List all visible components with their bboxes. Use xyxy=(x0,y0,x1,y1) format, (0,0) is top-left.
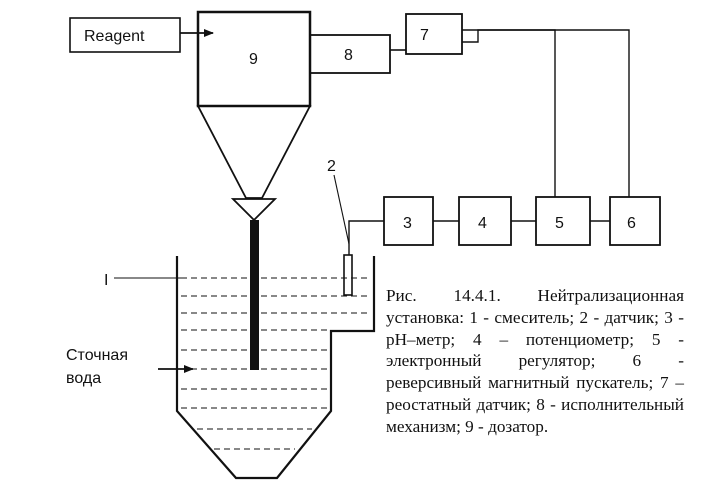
reagent-label: Reagent xyxy=(84,28,145,45)
regulator-label: 5 xyxy=(555,215,564,232)
sensor-wire xyxy=(348,220,384,255)
doser-funnel xyxy=(196,105,312,199)
figure-caption: Рис. 14.4.1. Нейтрализационная установка… xyxy=(386,286,684,436)
sewage-label-line1: Сточная xyxy=(66,347,128,364)
feed-pipe xyxy=(250,220,259,370)
starter-label: 6 xyxy=(627,215,636,232)
rheostat-label: 7 xyxy=(420,27,429,44)
potentiometer-label: 4 xyxy=(478,215,487,232)
ph-sensor-2 xyxy=(343,254,353,296)
leader-2 xyxy=(333,174,350,245)
pos2-label: 2 xyxy=(327,158,336,175)
mixer-tank xyxy=(175,256,376,480)
link-7-5 xyxy=(462,29,556,197)
rheostat-block-7 xyxy=(405,13,463,55)
link-7-6 xyxy=(462,29,630,197)
actuator-label: 8 xyxy=(344,47,353,64)
funnel-tip xyxy=(230,198,278,222)
water-level-lines xyxy=(181,277,370,450)
sewage-label-line2: вода xyxy=(66,370,101,387)
ph-meter-label: 3 xyxy=(403,215,412,232)
reagent-box xyxy=(69,17,181,53)
actuator-block-8 xyxy=(309,34,391,74)
pos1-label: I xyxy=(104,272,108,289)
doser-label: 9 xyxy=(249,51,258,68)
